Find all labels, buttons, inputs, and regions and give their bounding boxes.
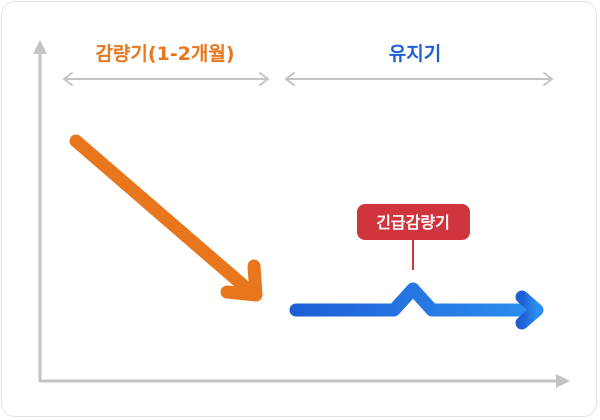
emergency-badge: 긴급감량기 <box>357 204 470 240</box>
emergency-badge-label: 긴급감량기 <box>376 213 450 232</box>
maintenance-phase-label: 유지기 <box>389 43 441 65</box>
reduction-span-arrow-icon <box>63 72 269 86</box>
y-axis-arrowhead-icon <box>33 40 47 54</box>
reduction-phase-label: 감량기(1-2개월) <box>95 43 234 65</box>
x-axis-arrowhead-icon <box>556 374 570 388</box>
axes <box>33 40 570 388</box>
reduction-trend-arrow-icon <box>69 134 263 302</box>
emergency-badge-bg <box>357 204 470 240</box>
maintenance-span-arrow-icon <box>285 72 553 86</box>
maintenance-trend-arrow-icon <box>289 282 544 330</box>
